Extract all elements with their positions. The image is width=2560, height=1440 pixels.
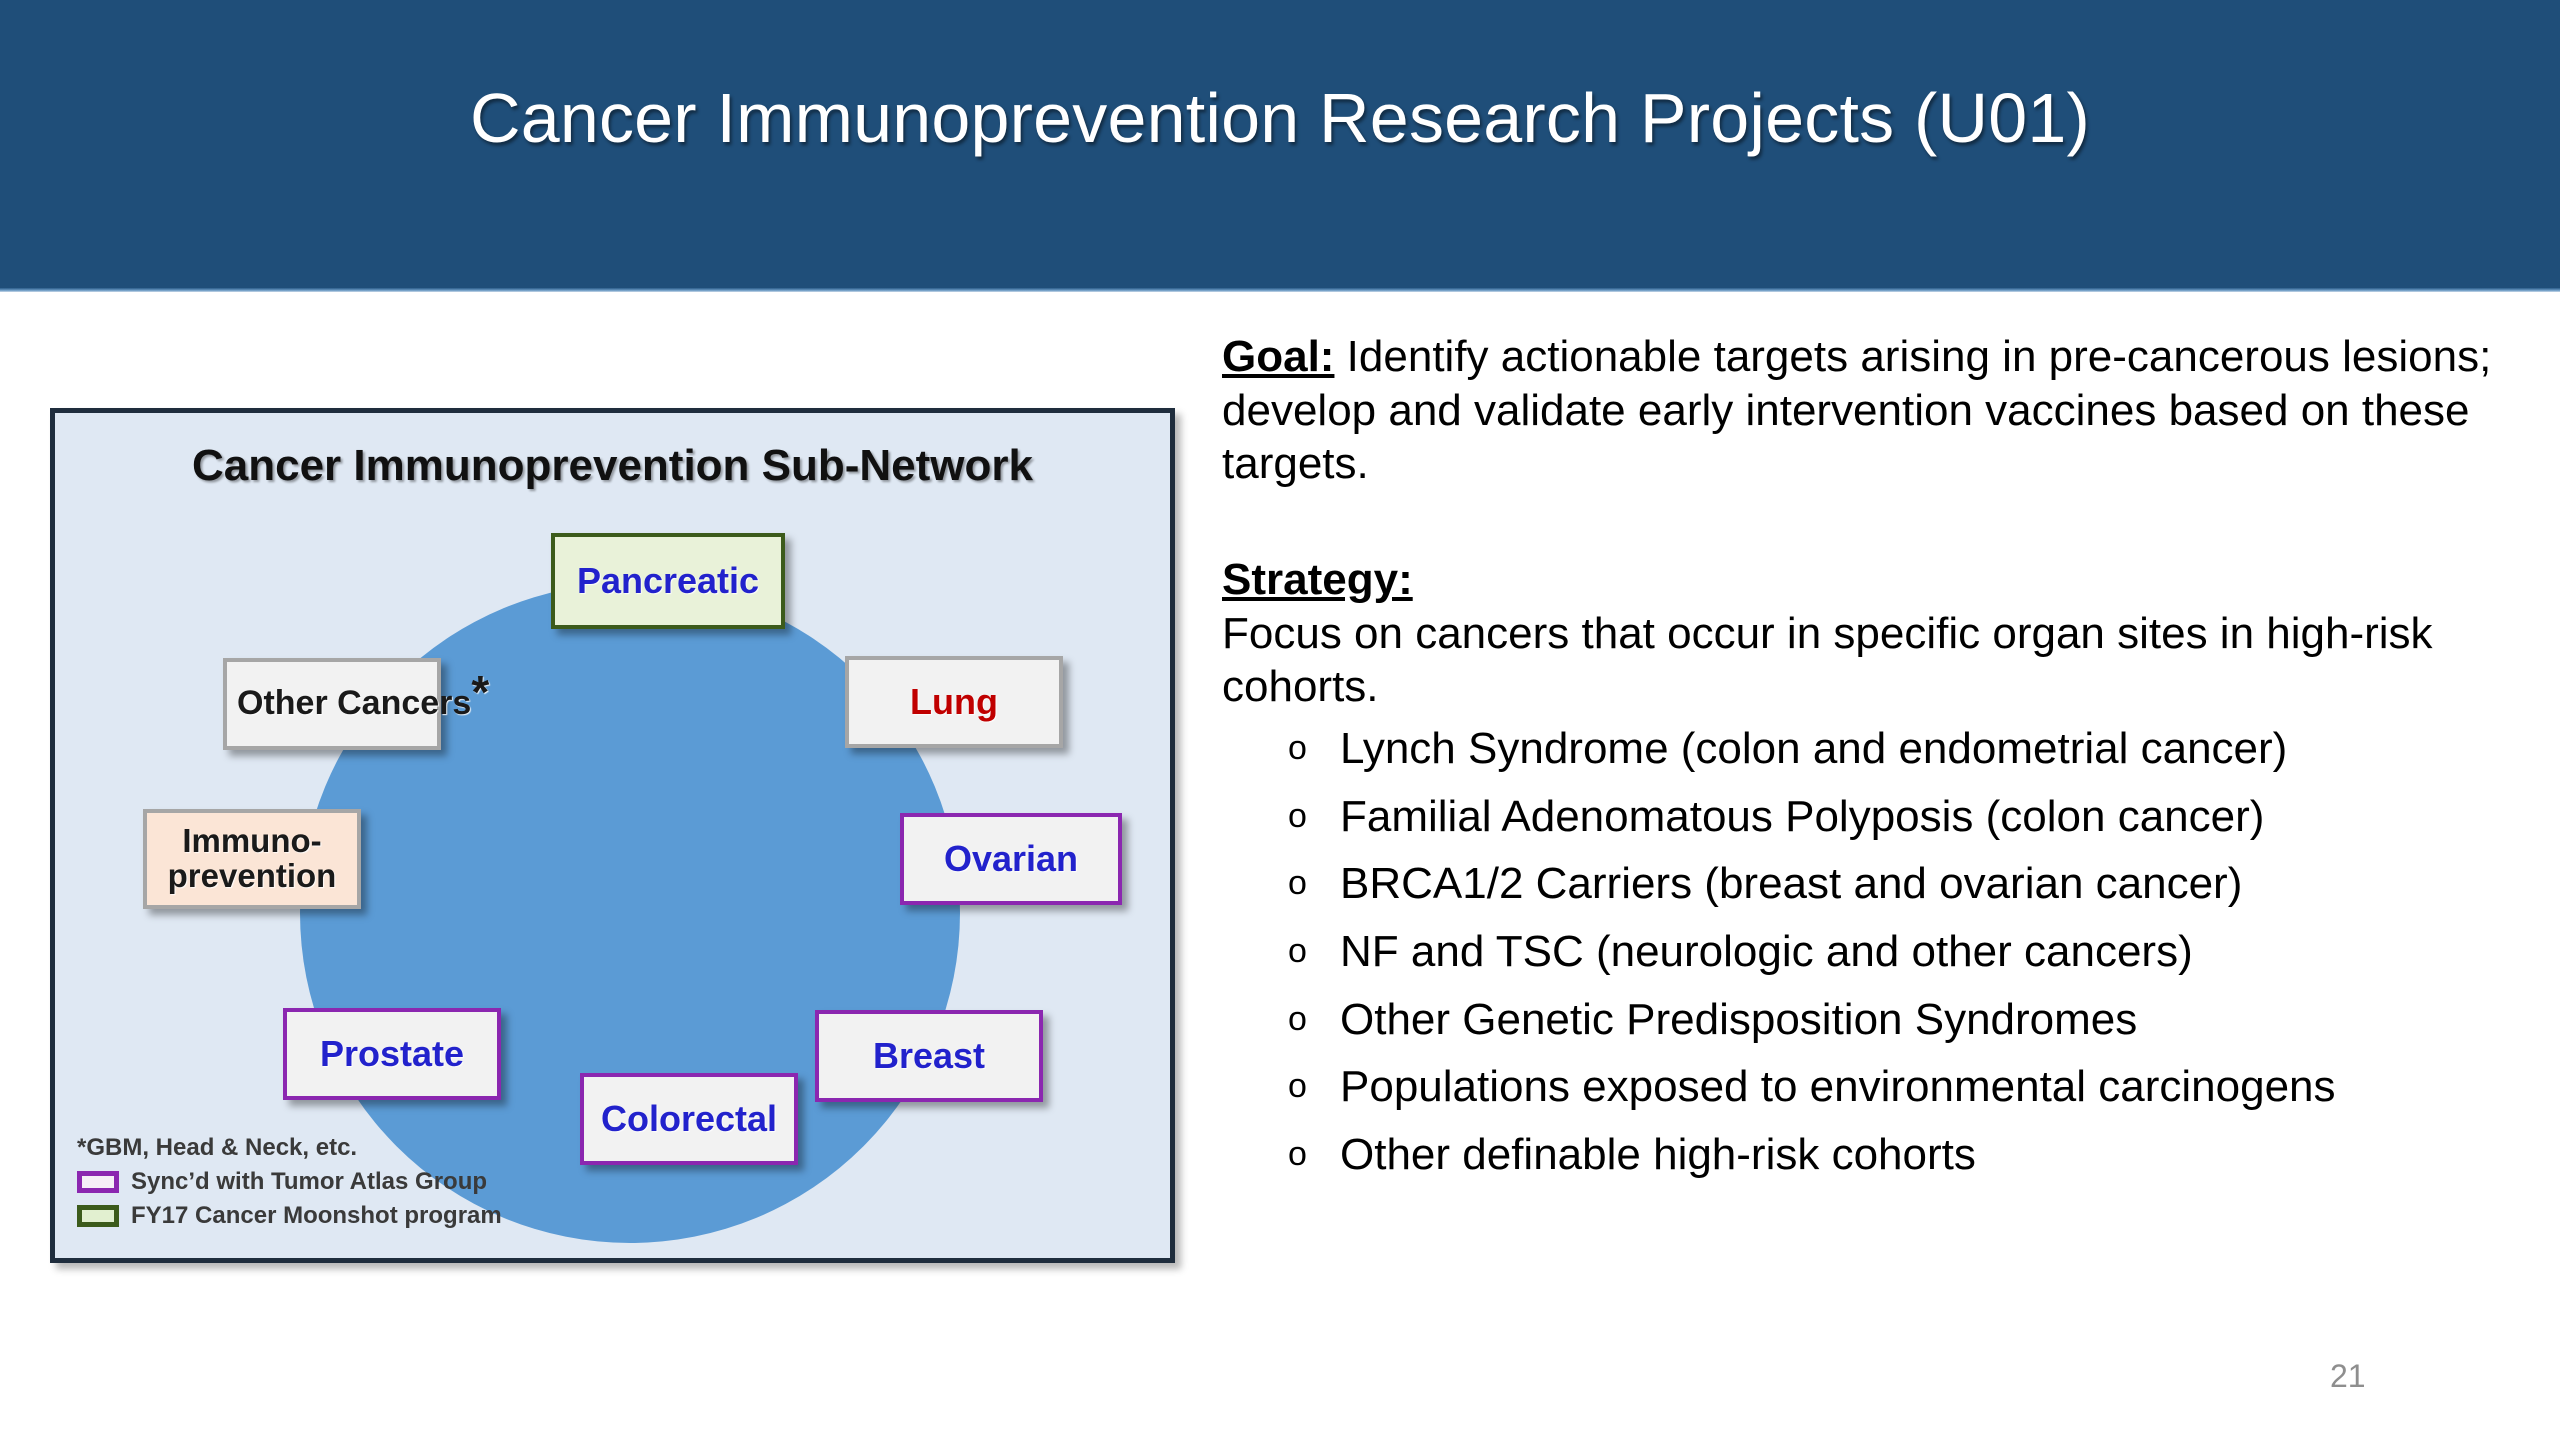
goal-paragraph: Goal: Identify actionable targets arisin… (1222, 330, 2512, 491)
bullet-marker-icon: o (1288, 729, 1307, 768)
list-item-label: Lynch Syndrome (colon and endometrial ca… (1340, 724, 2288, 774)
node-colorectal[interactable]: Colorectal (580, 1073, 798, 1165)
node-breast-label: Breast (872, 1035, 986, 1077)
bullet-marker-icon: o (1288, 999, 1307, 1038)
bullet-marker-icon: o (1288, 932, 1307, 971)
node-other-cancers[interactable]: Other Cancers* (223, 658, 489, 750)
list-item: o Familial Adenomatous Polyposis (colon c… (1288, 790, 2512, 844)
legend-item-moonshot: FY17 Cancer Moonshot program (77, 1202, 502, 1230)
list-item-label: Familial Adenomatous Polyposis (colon ca… (1340, 791, 2265, 841)
diagram-title: Cancer Immunoprevention Sub-Network (191, 441, 1033, 490)
list-item: o Populations exposed to environmental ca… (1288, 1060, 2512, 1114)
list-item: o Lynch Syndrome (colon and endometrial c… (1288, 722, 2512, 776)
bullet-marker-icon: o (1288, 1135, 1307, 1174)
slide-header-band: Cancer Immunoprevention Research Project… (0, 0, 2560, 292)
legend-item-tumor-atlas-label: Sync’d with Tumor Atlas Group (131, 1168, 488, 1195)
diagram-legend: *GBM, Head & Neck, etc. Sync’d with Tumo… (77, 1134, 502, 1230)
node-lung-label: Lung (910, 681, 998, 723)
list-item: o NF and TSC (neurologic and other cancer… (1288, 925, 2512, 979)
node-lung[interactable]: Lung (845, 656, 1063, 748)
legend-footnote: *GBM, Head & Neck, etc. (77, 1134, 358, 1161)
list-item: o Other definable high-risk cohorts (1288, 1128, 2512, 1182)
node-immunoprevention-label-line1: Immuno- (182, 822, 322, 860)
bullet-marker-icon: o (1288, 864, 1307, 903)
node-prostate-label: Prostate (319, 1033, 465, 1075)
list-item-label: Other Genetic Predisposition Syndromes (1340, 994, 2138, 1044)
list-item: o Other Genetic Predisposition Syndromes (1288, 993, 2512, 1047)
node-colorectal-label: Colorectal (600, 1098, 778, 1140)
legend-item-tumor-atlas: Sync’d with Tumor Atlas Group (77, 1168, 502, 1196)
legend-swatch-purple-icon (77, 1171, 119, 1193)
page-number: 21 (2330, 1358, 2366, 1394)
list-item-label: NF and TSC (neurologic and other cancers… (1340, 927, 2193, 977)
goal-label: Goal: (1222, 332, 1335, 381)
node-ovarian-label: Ovarian (943, 838, 1079, 880)
bullet-marker-icon: o (1288, 1067, 1307, 1106)
strategy-paragraph: Focus on cancers that occur in specific … (1222, 608, 2433, 712)
list-item-label: Other definable high-risk cohorts (1340, 1130, 1976, 1180)
node-pancreatic-label: Pancreatic (576, 560, 760, 602)
strategy-label: Strategy: (1222, 555, 1413, 605)
node-other-cancers-label: Other Cancers (237, 684, 472, 723)
goal-text: Identify actionable targets arising in p… (1222, 332, 2492, 489)
node-ovarian[interactable]: Ovarian (900, 813, 1122, 905)
header-bottom-rule (0, 288, 2560, 292)
bullet-marker-icon: o (1288, 796, 1307, 835)
node-prostate[interactable]: Prostate (283, 1008, 501, 1100)
sub-network-diagram: Cancer Immunoprevention Sub-Network Panc… (50, 408, 1175, 1263)
legend-item-moonshot-label: FY17 Cancer Moonshot program (131, 1202, 502, 1229)
strategy-heading: Strategy: (1222, 553, 2512, 607)
node-pancreatic[interactable]: Pancreatic (551, 533, 785, 629)
list-item-label: Populations exposed to environmental car… (1340, 1062, 2336, 1112)
page-title: Cancer Immunoprevention Research Project… (469, 79, 2091, 157)
legend-swatch-green-icon (77, 1205, 119, 1227)
strategy-bullet-list: o Lynch Syndrome (colon and endometrial c… (1222, 722, 2512, 1182)
section-spacer (1222, 491, 2512, 553)
node-immunoprevention[interactable]: Immuno- prevention (143, 809, 361, 909)
node-breast[interactable]: Breast (815, 1010, 1043, 1102)
list-item-label: BRCA1/2 Carriers (breast and ovarian can… (1340, 859, 2243, 909)
slide-body-content: Goal: Identify actionable targets arisin… (1222, 330, 2512, 1196)
node-immunoprevention-label-line2: prevention (167, 857, 337, 894)
list-item: o BRCA1/2 Carriers (breast and ovarian ca… (1288, 857, 2512, 911)
